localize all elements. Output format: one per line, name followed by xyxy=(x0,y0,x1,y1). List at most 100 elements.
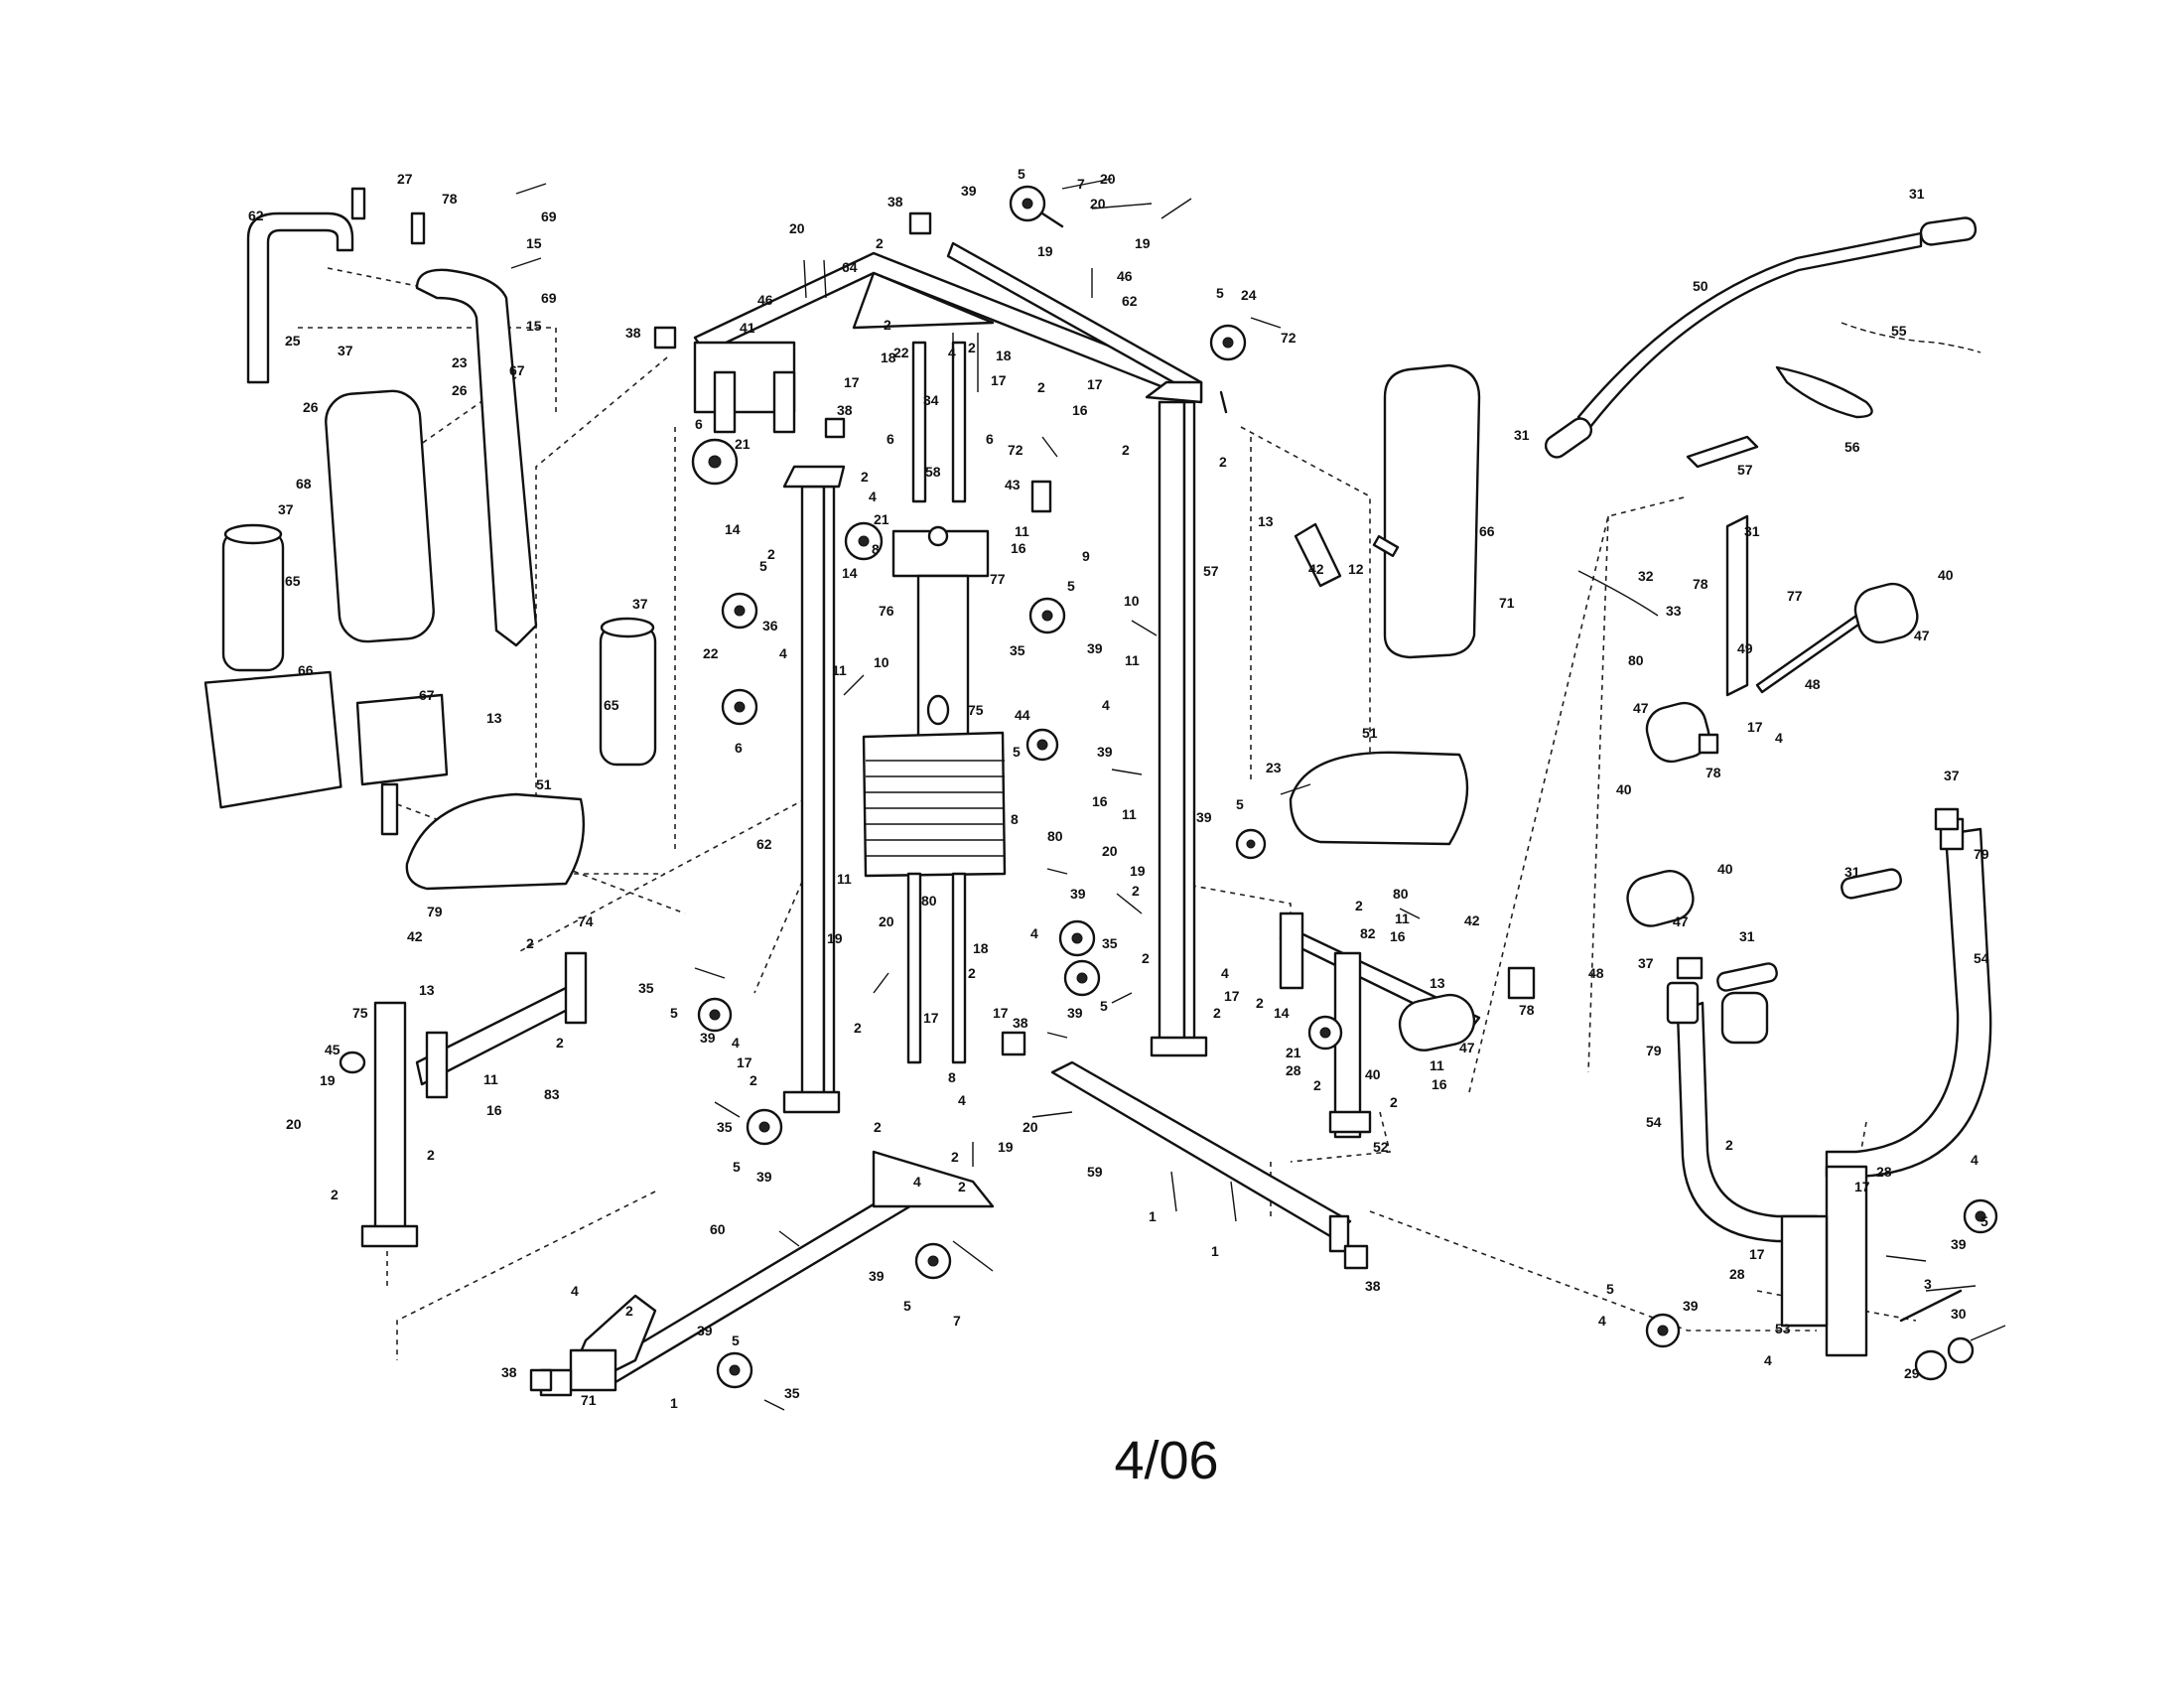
callout-4e: 4 xyxy=(1030,925,1038,941)
callout-34: 34 xyxy=(923,392,939,408)
callout-2o: 2 xyxy=(1213,1005,1221,1021)
callout-4b: 4 xyxy=(869,489,877,504)
callout-71: 69 xyxy=(541,209,557,224)
callout-37e: 37 xyxy=(1638,955,1654,971)
callout-11b: 11 xyxy=(1015,523,1029,539)
callout-56: 56 xyxy=(1844,439,1860,455)
callout-18: 18 xyxy=(996,348,1012,363)
callout-4m: 4 xyxy=(1598,1313,1606,1329)
callout-2x: 2 xyxy=(1256,995,1264,1011)
callout-11g: 11 xyxy=(1395,911,1410,926)
callout-40b: 40 xyxy=(1717,861,1733,877)
callout-4g: 4 xyxy=(958,1092,966,1108)
callout-4h: 4 xyxy=(913,1174,921,1190)
callout-23: 23 xyxy=(452,354,468,370)
callout-26: 26 xyxy=(303,399,319,415)
callout-5b: 5 xyxy=(1216,285,1224,301)
callout-4i: 4 xyxy=(571,1283,579,1299)
callout-87: 80 xyxy=(1047,828,1063,844)
callout-45: 45 xyxy=(325,1042,341,1057)
callout-2i: 2 xyxy=(1122,442,1130,458)
callout-2z: 2 xyxy=(1390,1094,1398,1110)
weight-stack xyxy=(862,341,1052,1064)
callout-78: 77 xyxy=(990,571,1006,587)
callout-38b: 38 xyxy=(625,325,641,341)
callout-38e: 38 xyxy=(1365,1278,1381,1294)
callout-32: 32 xyxy=(1638,568,1654,584)
callout-4: 4 xyxy=(948,345,956,360)
arm-assembly xyxy=(221,183,657,767)
callout-1b: 1 xyxy=(1211,1243,1219,1259)
callout-47: 47 xyxy=(1459,1040,1475,1055)
callout-11d: 11 xyxy=(832,662,847,678)
callout-60: 59 xyxy=(1087,1164,1103,1180)
callout-65: 65 xyxy=(285,573,301,589)
callout-31d: 31 xyxy=(1844,864,1860,880)
callout-39h: 39 xyxy=(756,1169,772,1185)
callout-6b: 6 xyxy=(986,431,994,447)
callout-28b: 28 xyxy=(1876,1164,1892,1180)
callout-14b: 14 xyxy=(842,565,858,581)
callout-46b: 46 xyxy=(1117,268,1133,284)
callout-55: 55 xyxy=(1891,323,1907,339)
callout-17: 17 xyxy=(844,374,860,390)
callout-5i: 5 xyxy=(733,1159,741,1175)
callout-16d: 16 xyxy=(1092,793,1108,809)
callout-2t: 2 xyxy=(951,1149,959,1165)
callout-48: 48 xyxy=(1588,965,1604,981)
callout-42b: 42 xyxy=(1308,561,1324,577)
callout-38f: 38 xyxy=(501,1364,517,1380)
callout-2k: 2 xyxy=(861,469,869,485)
callout-2: 2 xyxy=(526,935,534,951)
callout-5g: 5 xyxy=(1100,998,1108,1014)
callout-86: 82 xyxy=(1360,925,1376,941)
callout-31b: 31 xyxy=(1514,427,1530,443)
callout-28c: 28 xyxy=(1729,1266,1745,1282)
callout-6: 6 xyxy=(887,431,894,447)
callout-37c: 37 xyxy=(632,596,648,612)
callout-6c: 6 xyxy=(695,416,703,432)
callout-43: 43 xyxy=(1005,477,1021,492)
callout-20c: 20 xyxy=(1090,196,1106,211)
callout-40: 40 xyxy=(1365,1066,1381,1082)
callout-1c: 1 xyxy=(670,1395,678,1411)
callout-63b: 62 xyxy=(1122,293,1138,309)
callout-16b: 16 xyxy=(1072,402,1088,418)
callout-21c: 21 xyxy=(1286,1045,1301,1060)
callout-80b: 79 xyxy=(1646,1043,1662,1058)
callout-2b: 2 xyxy=(556,1035,564,1051)
callout-5m: 5 xyxy=(1606,1281,1614,1297)
callout-39k: 39 xyxy=(1951,1236,1967,1252)
hardware xyxy=(529,178,2006,1411)
callout-13d: 13 xyxy=(1430,975,1445,991)
callout-5k: 5 xyxy=(732,1333,740,1348)
callout-74: 74 xyxy=(578,913,594,929)
callout-26b: 26 xyxy=(452,382,468,398)
callout-2g: 2 xyxy=(968,340,976,355)
callout-16c: 16 xyxy=(1011,540,1026,556)
callout-73b: 71 xyxy=(1499,595,1515,611)
right-seat-frame xyxy=(1279,363,1536,1139)
callout-48b: 48 xyxy=(1805,676,1821,692)
callout-39: 39 xyxy=(961,183,977,199)
callout-11e: 11 xyxy=(837,871,852,887)
callout-17h: 17 xyxy=(1747,719,1763,735)
callout-54: 54 xyxy=(1974,950,1989,966)
callout-62: 62 xyxy=(756,836,772,852)
callout-49: 49 xyxy=(1737,640,1753,656)
callout-2p: 2 xyxy=(968,965,976,981)
callout-5j: 5 xyxy=(903,1298,911,1314)
callout-13c: 13 xyxy=(1258,513,1274,529)
callout-2y: 2 xyxy=(1313,1077,1321,1093)
callout-5d: 5 xyxy=(1067,578,1075,594)
accessories xyxy=(1544,216,1981,764)
callout-39e: 39 xyxy=(1070,886,1086,902)
callout-39i: 39 xyxy=(869,1268,885,1284)
callout-2m: 2 xyxy=(1132,883,1140,899)
callout-19e: 19 xyxy=(827,930,843,946)
callout-35d: 35 xyxy=(717,1119,733,1135)
callout-71b: 69 xyxy=(541,290,557,306)
callout-4c: 4 xyxy=(779,645,787,661)
callout-17b: 17 xyxy=(991,372,1007,388)
callout-47c: 47 xyxy=(1914,628,1930,643)
